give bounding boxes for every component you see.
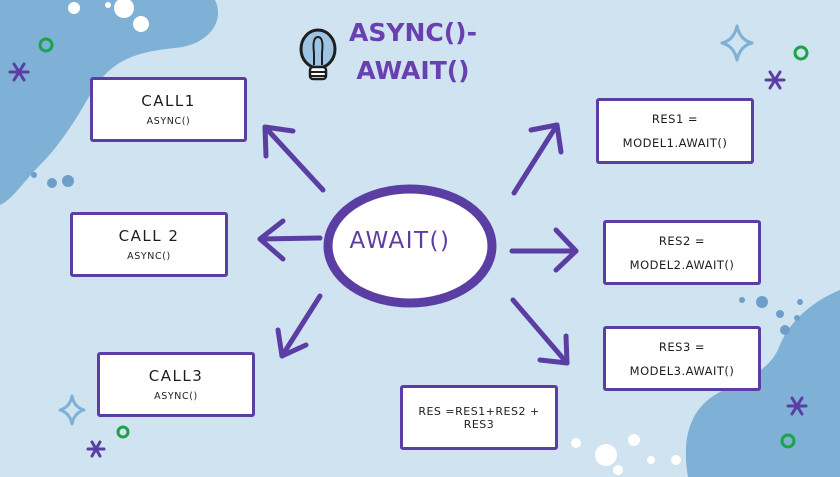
arrow-to-res2 (509, 227, 579, 273)
call1-name: CALL1 (141, 92, 196, 110)
ring-icon (38, 37, 809, 449)
arrow-to-call2 (257, 218, 323, 262)
res2-node: RES2 = MODEL2.AWAIT() (603, 220, 761, 285)
sum-node: RES =RES1+RES2 + RES3 (400, 385, 558, 450)
call2-name: CALL 2 (118, 227, 180, 245)
call3-node: CALL3 ASYNC() (97, 352, 255, 417)
call1-node: CALL1 ASYNC() (90, 77, 247, 142)
call1-sub: ASYNC() (146, 116, 191, 127)
arrow-to-res1 (511, 122, 564, 196)
res2-line1: RES2 = (658, 233, 706, 248)
center-label: AWAIT() (349, 228, 451, 254)
res1-line1: RES1 = (651, 112, 699, 126)
title-line-2: AWAIT() (356, 56, 470, 85)
center-ellipse (323, 184, 497, 308)
res2-line2: MODEL2.AWAIT() (629, 257, 735, 272)
sparkle-icon (58, 24, 754, 426)
arrow-to-call1 (262, 124, 326, 193)
arrows (257, 122, 579, 366)
title-line-1: ASYNC()- (349, 18, 477, 47)
lightbulb-icon (299, 28, 337, 81)
call2-node: CALL 2 ASYNC() (70, 212, 228, 277)
call3-name: CALL3 (148, 367, 204, 385)
dots-decoration (31, 172, 74, 188)
arrow-to-res3 (510, 297, 570, 366)
res1-line2: MODEL1.AWAIT() (622, 136, 728, 150)
res3-node: RES3 = MODEL3.AWAIT() (603, 326, 761, 391)
call2-sub: ASYNC() (127, 251, 171, 262)
dots-decoration (571, 434, 681, 475)
res3-line1: RES3 = (658, 339, 706, 354)
bottom-right-blob (685, 290, 840, 477)
arrow-to-call3 (275, 293, 323, 359)
dots-decoration (739, 296, 803, 335)
asterisk-icon (8, 62, 808, 458)
call3-sub: ASYNC() (154, 391, 198, 402)
top-left-blob (0, 0, 219, 205)
sum-text: RES =RES1+RES2 + RES3 (418, 404, 540, 431)
diagram-title: ASYNC()- AWAIT() (343, 14, 483, 90)
res3-line2: MODEL3.AWAIT() (629, 363, 735, 378)
res1-node: RES1 = MODEL1.AWAIT() (596, 98, 754, 164)
dots-decoration (68, 0, 149, 32)
